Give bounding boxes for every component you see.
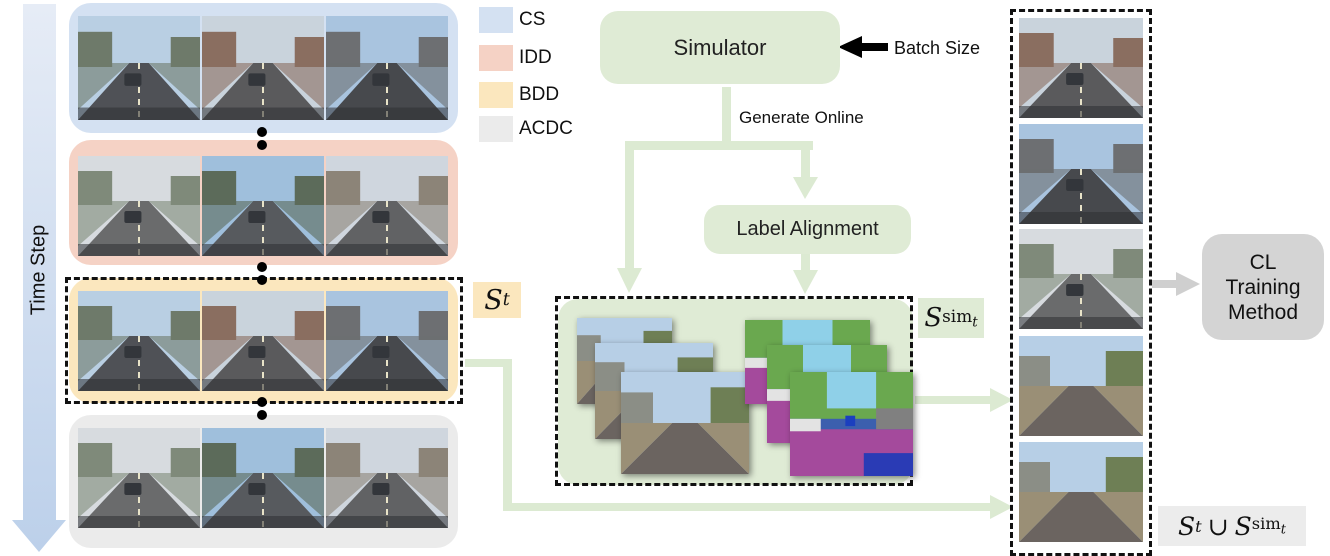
simulator-box: Simulator [600,11,840,84]
legend-swatch-bdd [479,82,513,108]
cl-method-line2: Training [1225,275,1301,299]
street-image [202,428,324,528]
street-image [326,428,448,528]
street-image [326,16,448,120]
sim-label-image [790,372,913,476]
street-image [202,156,324,256]
street-image [202,291,324,391]
batch-size-label: Batch Size [894,38,981,58]
time-step-arrow [12,4,66,552]
batch-real-image [1019,18,1143,118]
legend-label-idd: IDD [519,47,552,68]
street-image [326,156,448,256]
street-image [202,16,324,120]
label-alignment-box: Label Alignment [704,205,911,254]
street-image [78,428,200,528]
batch-real-image [1019,229,1143,329]
legend-label-bdd: BDD [519,84,560,105]
street-image [78,156,200,256]
street-image [78,16,200,120]
cl-method-line3: Method [1227,300,1299,324]
batch-sim-image [1019,336,1143,436]
legend-swatch-acdc [479,116,513,142]
generate-online-label: Generate Online [739,108,864,127]
street-image [78,291,200,391]
sequence-dots [257,127,267,420]
cl-method-line1: CL [1249,250,1277,274]
legend-swatch-cs [479,7,513,33]
batch-sim-image [1019,442,1143,542]
legend-swatch-idd [479,45,513,71]
batch-real-image [1019,124,1143,224]
legend-label-acdc: ACDC [519,118,573,139]
legend-label-cs: CS [519,9,546,30]
sim-rgb-image [621,372,749,474]
training-batch-column [1010,9,1152,556]
street-image [326,291,448,391]
cl-method-box: CL Training Method [1202,234,1324,340]
